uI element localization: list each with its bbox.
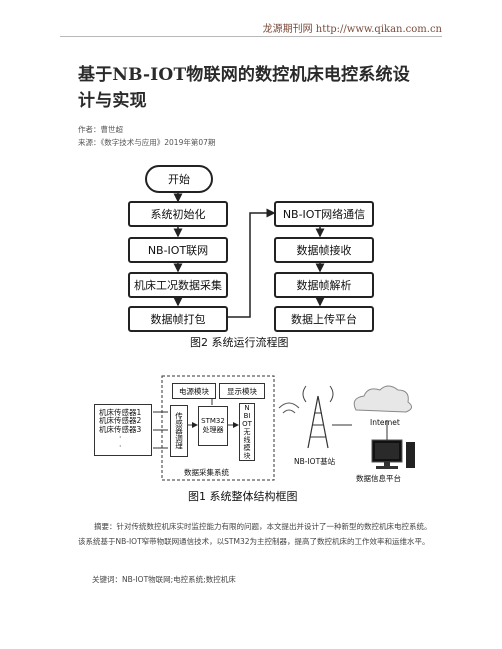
sensor-group: 机床传感器1 机床传感器2 机床传感器3 · ·: [94, 404, 152, 456]
sensor-2: 机床传感器2: [99, 416, 142, 426]
base-station-label: NB-IOT基站: [294, 457, 336, 466]
processor-line2: 处理器: [202, 426, 224, 434]
flow-step-init: 系统初始化: [128, 201, 228, 227]
keywords: 关键词：NB-IOT物联网;电控系统;数控机床: [92, 575, 236, 584]
article-title: 基于NB-IOT物联网的数控机床电控系统设 计与实现: [78, 62, 438, 114]
sensor-3: 机床传感器3: [99, 424, 142, 434]
platform-label: 数据信息平台: [356, 474, 401, 483]
article-title-line2: 计与实现: [78, 91, 147, 111]
internet-label: Internet: [370, 418, 400, 427]
flow-step-collect: 机床工况数据采集: [128, 272, 228, 298]
flow-step-communicate: NB-IOT网络通信: [274, 201, 374, 227]
stm32-processor: STM32 处理器: [198, 406, 228, 446]
header-divider: [60, 36, 442, 37]
flow-start: 开始: [145, 165, 213, 193]
power-module: 电源模块: [172, 383, 216, 399]
article-title-line1: 基于NB-IOT物联网的数控机床电控系统设: [78, 65, 410, 85]
figure2-caption: 图2 系统运行流程图: [190, 336, 289, 349]
flow-step-upload: 数据上传平台: [274, 306, 374, 332]
figure1-caption: 图1 系统整体结构框图: [188, 490, 298, 503]
flow-step-network: NB-IOT联网: [128, 237, 228, 263]
display-module: 显示模块: [219, 383, 265, 399]
article-author: 作者：曹世超: [78, 125, 123, 134]
flow-step-parse: 数据帧解析: [274, 272, 374, 298]
conditioning-module: 传感器调理: [170, 405, 188, 457]
sensor-ellipsis-2: ·: [119, 441, 122, 451]
sensor-ellipsis-1: ·: [119, 433, 122, 443]
sensor-1: 机床传感器1: [99, 407, 142, 417]
flow-step-receive: 数据帧接收: [274, 237, 374, 263]
flow-step-pack: 数据帧打包: [128, 306, 228, 332]
acquisition-system-label: 数据采集系统: [184, 468, 229, 477]
article-source: 来源：《数字技术与应用》2019年第07期: [78, 138, 216, 147]
nbiot-module: NBIOT无线模块: [239, 403, 255, 461]
abstract: 摘要：针对传统数控机床实时监控能力有限的问题，本文提出并设计了一种新型的数控机床…: [78, 522, 432, 546]
processor-line1: STM32: [201, 417, 225, 425]
site-header[interactable]: 龙源期刊网 http://www.qikan.com.cn: [262, 24, 442, 35]
